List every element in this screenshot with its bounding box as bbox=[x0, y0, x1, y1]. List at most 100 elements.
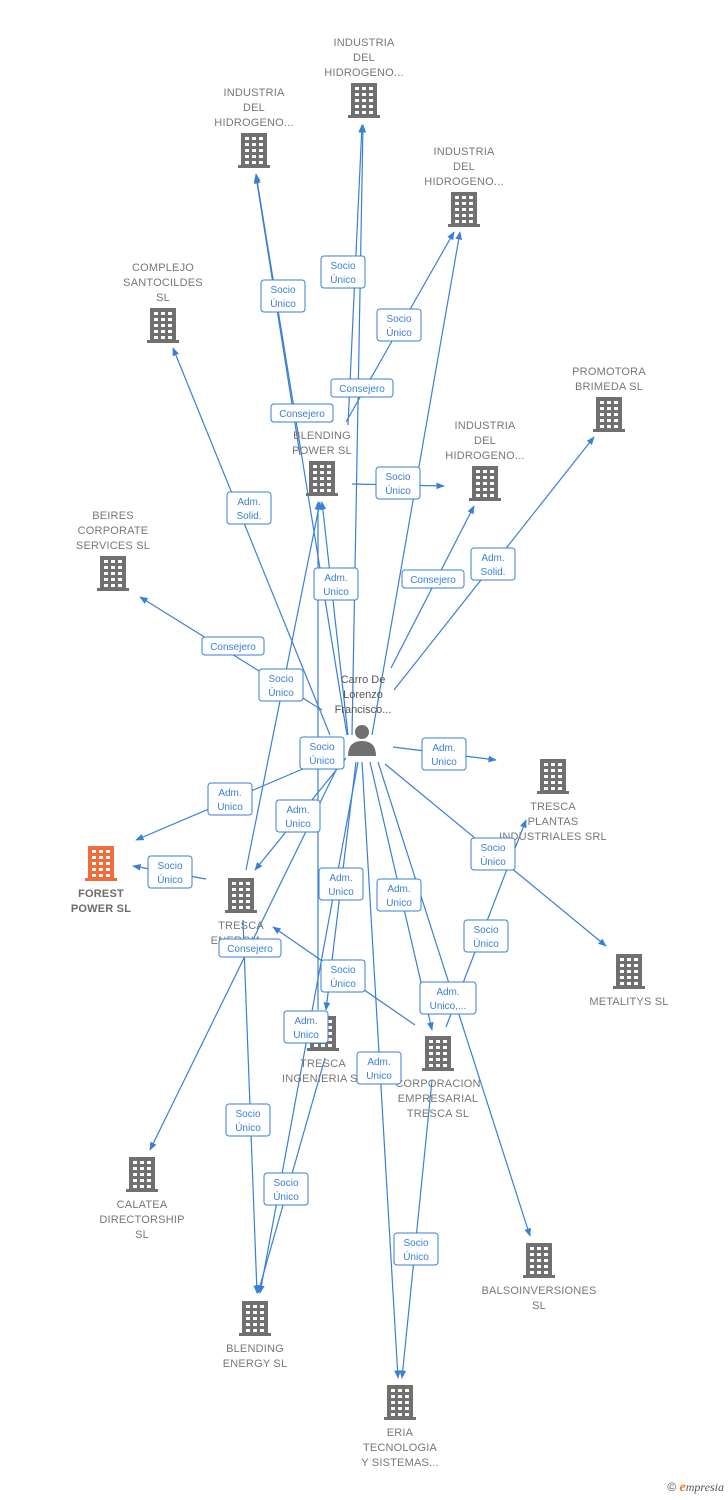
person-node[interactable]: Carro DeLorenzoFrancisco... bbox=[335, 674, 392, 756]
company-name: BLENDING bbox=[293, 430, 351, 442]
company-name: DEL bbox=[353, 52, 375, 64]
edge-label-box bbox=[470, 837, 516, 871]
edge-label-p-be[interactable]: Adm.Unico bbox=[283, 1010, 329, 1044]
building-icon bbox=[593, 397, 625, 432]
edge-label-text: Adm. bbox=[436, 987, 459, 998]
company-node-ba[interactable]: BALSOINVERSIONES SL bbox=[481, 1243, 596, 1312]
company-name: TECNOLOGIA bbox=[363, 1442, 438, 1454]
edge-label-bp-ih2[interactable]: Consejero bbox=[270, 403, 334, 423]
company-name: INDUSTRIA bbox=[454, 420, 516, 432]
company-name: POWER SL bbox=[292, 445, 352, 457]
company-node-me[interactable]: METALITYS SL bbox=[589, 954, 668, 1008]
company-name: HIDROGENO... bbox=[445, 450, 524, 462]
edge-label-text: Unico bbox=[293, 1030, 319, 1041]
edge-p-cs bbox=[172, 347, 331, 736]
company-name: METALITYS SL bbox=[589, 996, 668, 1008]
building-icon bbox=[306, 461, 338, 496]
edge-label-text: Adm. bbox=[218, 788, 241, 799]
edge-label-p-ba[interactable]: Adm.Unico,... bbox=[419, 981, 477, 1015]
edge-label-box bbox=[225, 1103, 271, 1137]
edge-label-text: Unico bbox=[386, 898, 412, 909]
edge-label-text: Consejero bbox=[410, 575, 456, 586]
company-node-te[interactable]: TRESCAENERGIA... bbox=[211, 878, 272, 947]
person-name: Carro De bbox=[341, 674, 386, 686]
edge-label-p-te[interactable]: Adm.Unico bbox=[275, 799, 321, 833]
edge-label-text: Único bbox=[480, 855, 506, 868]
company-name: INDUSTRIALES SRL bbox=[499, 831, 607, 843]
company-node-ih1[interactable]: INDUSTRIADELHIDROGENO... bbox=[324, 37, 404, 118]
company-node-ih4[interactable]: INDUSTRIADELHIDROGENO... bbox=[445, 420, 525, 501]
edge-label-p-pb[interactable]: Adm.Solid. bbox=[470, 547, 516, 581]
copyright-symbol: © bbox=[667, 1480, 677, 1494]
company-name: BEIRES bbox=[92, 510, 134, 522]
edge-label-box bbox=[207, 782, 253, 816]
edge-label-box bbox=[356, 1051, 402, 1085]
brand-name[interactable]: mpresia bbox=[685, 1480, 724, 1494]
company-name: INGENIERIA SL bbox=[282, 1073, 364, 1085]
edge-label-text: Consejero bbox=[210, 642, 256, 653]
edge-label-p-bp[interactable]: Adm.Unico bbox=[313, 567, 359, 601]
edge-label-text: Socio bbox=[235, 1109, 260, 1120]
building-icon bbox=[469, 466, 501, 501]
building-icon bbox=[97, 556, 129, 591]
company-name: BALSOINVERSIONES bbox=[481, 1285, 596, 1297]
building-icon bbox=[384, 1385, 416, 1420]
edge-label-bp-ih3[interactable]: Consejero bbox=[330, 378, 394, 398]
edge-label-p-cs[interactable]: Adm.Solid. bbox=[226, 491, 272, 525]
edge-label-p-er[interactable]: Adm.Unico bbox=[356, 1051, 402, 1085]
company-name: TRESCA bbox=[530, 801, 576, 813]
company-name: Y SISTEMAS... bbox=[361, 1457, 439, 1469]
edge-label-ti-bp[interactable]: Consejero bbox=[218, 938, 282, 958]
edge-label-box bbox=[275, 799, 321, 833]
company-name: DEL bbox=[243, 102, 265, 114]
edge-label-text: Único bbox=[235, 1121, 261, 1134]
edge-label-p-ti[interactable]: Adm.Unico bbox=[318, 867, 364, 901]
edge-label-p-fp[interactable]: Adm.Unico bbox=[207, 782, 253, 816]
edge-label-text: Socio bbox=[270, 285, 295, 296]
company-node-ih3[interactable]: INDUSTRIADELHIDROGENO... bbox=[424, 146, 504, 227]
edge-label-p-ce[interactable]: Adm.Unico bbox=[376, 878, 422, 912]
building-icon bbox=[147, 308, 179, 343]
edge-label-text: Único bbox=[330, 273, 356, 286]
edge-label-text: Socio bbox=[473, 925, 498, 936]
brand-initial[interactable]: e bbox=[679, 1480, 686, 1495]
edge-label-box bbox=[218, 938, 282, 958]
edge-label-p-ih4[interactable]: Consejero bbox=[401, 569, 465, 589]
edge-label-p-tp[interactable]: Adm.Unico bbox=[421, 737, 467, 771]
edge-label-box bbox=[226, 491, 272, 525]
company-name: FOREST bbox=[78, 888, 124, 900]
company-name: SL bbox=[532, 1300, 546, 1312]
company-node-ih2[interactable]: INDUSTRIADELHIDROGENO... bbox=[214, 87, 294, 168]
edge-label-text: Adm. bbox=[286, 805, 309, 816]
edge-label-p-bc[interactable]: Consejero bbox=[201, 636, 265, 656]
company-node-bp[interactable]: BLENDING POWER SL bbox=[292, 430, 352, 496]
edge-label-text: Socio bbox=[403, 1238, 428, 1249]
person-icon bbox=[348, 725, 376, 756]
edge-label-text: Unico bbox=[366, 1071, 392, 1082]
edge-label-text: Socio bbox=[480, 843, 505, 854]
